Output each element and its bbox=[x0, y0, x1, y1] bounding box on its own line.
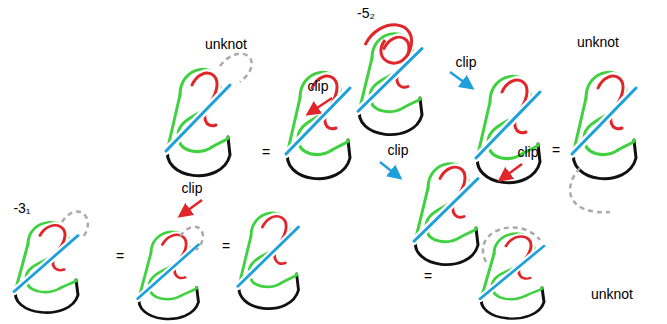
diagram-label: clip bbox=[181, 181, 202, 195]
diagram-label: clip bbox=[387, 143, 408, 157]
diagram-label: unknot bbox=[591, 287, 633, 301]
diagram-label: = bbox=[116, 249, 124, 263]
diagram-label: clip bbox=[455, 55, 476, 69]
diagram-label: = bbox=[424, 269, 432, 283]
diagram-label: = bbox=[552, 143, 560, 157]
diagram-label: = bbox=[262, 145, 270, 159]
diagram-label: clip bbox=[517, 145, 538, 159]
diagram-label: -3₁ bbox=[13, 201, 30, 215]
diagram-label: -5₂ bbox=[357, 6, 375, 20]
diagram-label: unknot bbox=[577, 35, 619, 49]
diagram-label: clip bbox=[307, 79, 328, 93]
diagram-label: = bbox=[222, 239, 230, 253]
diagram-label: unknot bbox=[205, 37, 247, 51]
